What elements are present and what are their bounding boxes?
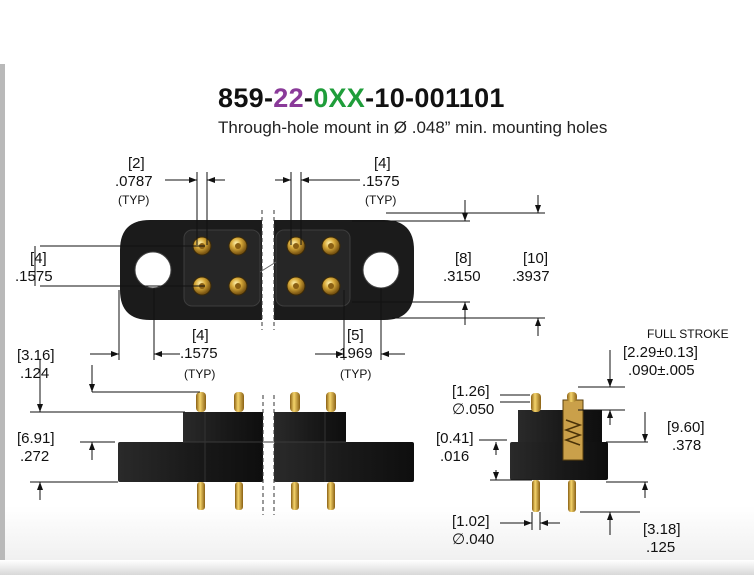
- d316-dim-in: .124: [20, 365, 49, 382]
- end-pin-top-left: [531, 393, 541, 412]
- end-pin-top-right: [567, 392, 577, 402]
- top-view: [120, 210, 414, 330]
- side-pins: [196, 392, 336, 510]
- pitch-dim-typ: (TYP): [118, 193, 149, 207]
- break-lines-side: [262, 395, 275, 515]
- height8-dim-mm: [8]: [455, 250, 472, 267]
- bottom5-dim-in: .1969: [335, 345, 373, 362]
- part-number-suffix: -10-001101: [365, 83, 505, 113]
- side-flange-right: [274, 442, 414, 482]
- left-edge-bar: [0, 64, 5, 575]
- row-left-dim-mm: [4]: [30, 250, 47, 267]
- part-number-pin-count: 22: [273, 83, 304, 113]
- row-dim-mm: [4]: [374, 155, 391, 172]
- d102-dim-in: ∅.040: [452, 531, 494, 548]
- height10-dim-mm: [10]: [523, 250, 548, 267]
- side-dimension-arrows: [37, 384, 95, 490]
- d126-dim-in: ∅.050: [452, 401, 494, 418]
- pitch-dim-mm: [2]: [128, 155, 145, 172]
- d691-dim-in: .272: [20, 448, 49, 465]
- bottom-edge-fade: [0, 560, 754, 575]
- d960-dim-mm: [9.60]: [667, 419, 705, 436]
- mounting-subtitle: Through-hole mount in Ø .048” min. mount…: [218, 118, 608, 137]
- row-left-dim-in: .1575: [15, 268, 53, 285]
- stroke-dim-in: .090±.005: [628, 362, 695, 379]
- side-upper-left: [183, 412, 263, 442]
- d102-dim-mm: [1.02]: [452, 513, 490, 530]
- part-number-variant: 0XX: [313, 83, 366, 113]
- pitch-dim-in: .0787: [115, 173, 153, 190]
- mounting-hole-left: [134, 251, 172, 289]
- height10-dim-in: .3937: [512, 268, 550, 285]
- row-dim-typ: (TYP): [365, 193, 396, 207]
- side-dimension-lines: [30, 360, 200, 500]
- bottom4-dim-mm: [4]: [192, 327, 209, 344]
- end-upper-body: [518, 410, 602, 442]
- break-slash-top: [259, 261, 277, 273]
- stroke-label: FULL STROKE: [647, 327, 729, 341]
- top-dimension-arrows: [111, 177, 541, 357]
- part-number-title: 859-22-0XX-10-001101: [218, 83, 505, 114]
- end-view: [510, 392, 608, 512]
- d318-dim-mm: [3.18]: [643, 521, 681, 538]
- side-view: [118, 392, 414, 515]
- bottom4-dim-in: .1575: [180, 345, 218, 362]
- d041-dim-mm: [0.41]: [436, 430, 474, 447]
- side-upper-right: [274, 412, 346, 442]
- d691-dim-mm: [6.91]: [17, 430, 55, 447]
- mounting-hole-right: [362, 251, 400, 289]
- d318-dim-in: .125: [646, 539, 675, 556]
- height8-dim-in: .3150: [443, 268, 481, 285]
- stroke-dim-mm: [2.29±0.13]: [623, 344, 698, 361]
- d041-dim-in: .016: [440, 448, 469, 465]
- bottom5-dim-mm: [5]: [347, 327, 364, 344]
- end-spring: [563, 419, 583, 446]
- bottom5-dim-typ: (TYP): [340, 367, 371, 381]
- d316-dim-mm: [3.16]: [17, 347, 55, 364]
- bottom4-dim-typ: (TYP): [184, 367, 215, 381]
- end-pin-bottom-right: [568, 480, 576, 512]
- end-pin-bottom-left: [532, 480, 540, 512]
- part-number-prefix: 859-: [218, 83, 274, 113]
- d960-dim-in: .378: [672, 437, 701, 454]
- end-dimension-arrows: [493, 379, 648, 526]
- d126-dim-mm: [1.26]: [452, 383, 490, 400]
- part-number-dash: -: [303, 83, 314, 113]
- side-flange-left: [118, 442, 263, 482]
- break-lines-top: [261, 210, 275, 330]
- row-dim-in: .1575: [362, 173, 400, 190]
- end-lower-body: [510, 442, 608, 480]
